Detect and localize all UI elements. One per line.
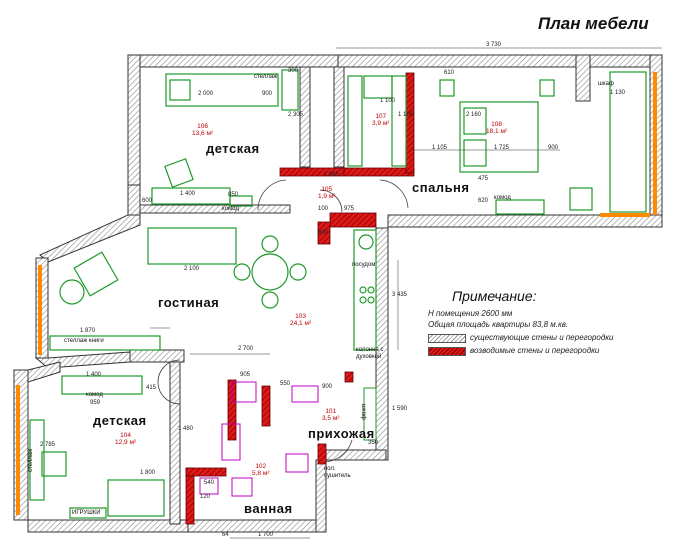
- dim-1800: 1 800: [140, 470, 156, 476]
- dim-900c: 900: [322, 384, 333, 390]
- dim-1100: 1 100: [380, 98, 396, 104]
- room-name-nursery-top: детская: [206, 141, 260, 156]
- page-title: План мебели: [538, 14, 649, 33]
- new-walls: [185, 72, 415, 525]
- dim-850: 850: [228, 192, 239, 198]
- dim-100: 100: [318, 206, 329, 212]
- label-rack: стеллаж: [28, 448, 34, 472]
- wardrobe-furniture: [347, 75, 407, 167]
- label-column: колонна с духовкой: [356, 347, 384, 360]
- dim-1480: 1 480: [178, 426, 194, 432]
- room-name-bath: ванная: [244, 501, 293, 516]
- dim-2305: 2 305: [288, 112, 304, 118]
- dim-2160: 2 160: [466, 112, 482, 118]
- dim-120: 120: [200, 494, 211, 500]
- note-heading: Примечание:: [452, 288, 537, 304]
- dim-300: 300: [288, 68, 299, 74]
- dimension-lines: [150, 47, 662, 539]
- living-furniture: [49, 227, 307, 351]
- dim-900b: 900: [548, 145, 559, 151]
- note-height: H помещения 2600 мм: [428, 309, 513, 318]
- dim-1400b: 1 400: [86, 372, 102, 378]
- label-toys: ИГРУШКИ: [72, 510, 101, 516]
- label-wardrobe-hall: шкаф: [360, 404, 366, 420]
- dim-1105a: 1 105: [398, 112, 414, 118]
- bedroom-furniture: [439, 71, 647, 215]
- room-name-bedroom: спальня: [412, 180, 470, 195]
- dim-2785: 2 785: [40, 442, 56, 448]
- note-area: Общая площадь квартиры 83,8 м.кв.: [428, 320, 569, 329]
- dim-3730: 3 730: [486, 42, 502, 48]
- legend-new-swatch: [428, 347, 466, 356]
- room-name-hall: прихожая: [308, 426, 375, 441]
- dim-610: 610: [444, 70, 455, 76]
- bed-top: [165, 73, 279, 107]
- legend-new-label: возводимые стены и перегородки: [470, 346, 600, 355]
- nursery-bottom-furniture: [29, 375, 165, 519]
- label-dresser-bottom: комод: [86, 392, 103, 398]
- double-bed: [459, 101, 539, 173]
- label-bookshelf: стеллаж книги: [64, 338, 104, 344]
- hall-cabinet: [363, 387, 377, 441]
- bed-bottom: [107, 479, 165, 517]
- legend-existing-swatch: [428, 334, 466, 343]
- dim-1590: 1 590: [392, 406, 408, 412]
- dim-2000: 2 000: [198, 91, 214, 97]
- label-shelf: стеллаж: [254, 74, 278, 80]
- dim-1130: 1 130: [610, 90, 626, 96]
- room-name-living: гостиная: [158, 295, 220, 310]
- label-dishes: посудом: [352, 262, 376, 268]
- dim-600a: 600: [142, 198, 153, 204]
- dim-905: 905: [240, 372, 251, 378]
- dim-1870: 1 870: [80, 328, 96, 334]
- existing-walls: [13, 54, 663, 533]
- dim-64: 64: [222, 532, 229, 538]
- dim-540: 540: [204, 480, 215, 486]
- dim-3435: 3 435: [392, 292, 408, 298]
- nursery-top-furniture: [151, 69, 299, 207]
- window-frames: [16, 72, 657, 515]
- dim-800: 800: [318, 230, 329, 236]
- dim-1105b: 1 105: [432, 145, 448, 151]
- dim-1400a: 1 400: [180, 191, 196, 197]
- room-name-nursery-bottom: детская: [93, 413, 147, 428]
- sofa: [147, 227, 237, 265]
- label-dresser-top: комод: [222, 206, 239, 212]
- dim-415: 415: [146, 385, 157, 391]
- dim-959: 959: [90, 400, 101, 406]
- dim-1700: 1 700: [258, 532, 274, 538]
- dim-1725: 1 725: [494, 145, 510, 151]
- dim-975: 975: [344, 206, 355, 212]
- label-wardrobe: шкаф: [598, 81, 614, 87]
- dining-table: [251, 253, 289, 291]
- dim-620: 620: [478, 198, 489, 204]
- dim-475: 475: [478, 176, 489, 182]
- bath-hall-furniture: [199, 381, 319, 497]
- dim-1965: 1 965: [324, 172, 340, 178]
- dim-900a: 900: [262, 91, 273, 97]
- dim-350: 350: [368, 440, 379, 446]
- dim-2700: 2 700: [238, 346, 254, 352]
- kitchen-furniture: [353, 229, 377, 351]
- label-dresser-bedroom: комод: [494, 195, 511, 201]
- legend-existing-label: существующие стены и перегородки: [470, 333, 614, 342]
- dim-550: 550: [280, 381, 291, 387]
- label-dryer: пол. сушитель: [324, 466, 351, 479]
- dim-2100: 2 100: [184, 266, 200, 272]
- door-swings: [157, 179, 409, 463]
